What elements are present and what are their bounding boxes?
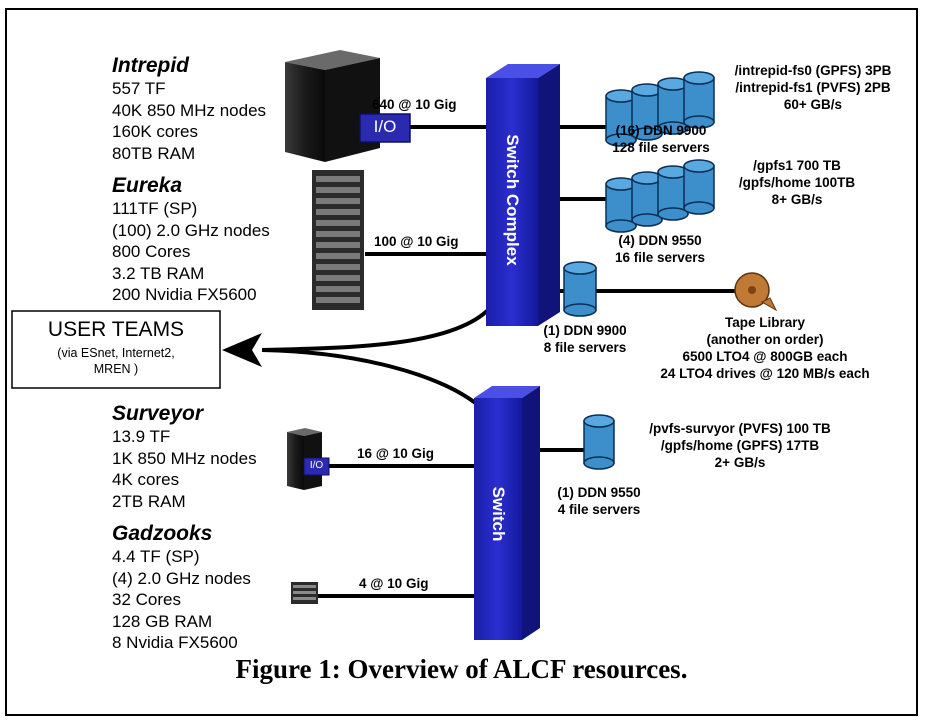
system-spec: 40K 850 MHz nodes [112, 100, 267, 120]
system-name: Gadzooks [112, 522, 213, 545]
system-spec: (4) 2.0 GHz nodes [112, 568, 251, 588]
system-spec: 4.4 TF (SP) [112, 547, 200, 566]
system-spec: 128 GB RAM [112, 611, 213, 631]
storage-desc-line: /intrepid-fs0 (GPFS) 3PB [734, 63, 892, 78]
link-label-intrepid: 640 @ 10 Gig [372, 97, 457, 112]
system-spec: 4K cores [112, 470, 180, 490]
tape-line: 24 LTO4 drives @ 120 MB/s each [660, 366, 870, 381]
storage-desc-line: /intrepid-fs1 (PVFS) 2PB [735, 80, 891, 95]
user-teams-box [11, 310, 221, 389]
switch-complex-label-wrap: Switch Complex [412, 134, 612, 265]
system-spec: 3.2 TB RAM [112, 263, 205, 283]
system-intrepid: Intrepid 557 TF 40K 850 MHz nodes 160K c… [112, 54, 266, 164]
storage-2-desc: /gpfs1 700 TB /gpfs/home 100TB 8+ GB/s [722, 157, 872, 208]
system-name: Surveyor [112, 402, 204, 425]
system-spec: 8 Nvidia FX5600 [112, 633, 238, 653]
system-spec: 32 Cores [112, 590, 181, 610]
link-label-surveyor: 16 @ 10 Gig [357, 446, 434, 461]
link-curve-switch-to-users [261, 348, 480, 407]
system-name: Eureka [112, 174, 183, 197]
gadzooks-server [291, 582, 318, 604]
disk-stack-1 [605, 71, 715, 147]
storage-2-label: (4) DDN 9550 16 file servers [590, 232, 730, 266]
system-gadzooks: Gadzooks 4.4 TF (SP) (4) 2.0 GHz nodes 3… [112, 522, 251, 654]
storage-desc-line: /pvfs-survyor (PVFS) 100 TB [649, 421, 831, 436]
switch-complex-shape [486, 64, 560, 326]
system-eureka: Eureka 111TF (SP) (100) 2.0 GHz nodes 80… [112, 174, 270, 306]
storage-servers: 16 file servers [614, 250, 706, 265]
storage-desc-line: 8+ GB/s [771, 192, 823, 207]
storage-desc-line: 60+ GB/s [783, 97, 843, 112]
users-arrowhead [222, 333, 262, 367]
eureka-rack [312, 170, 364, 310]
user-teams-detail: (via ESnet, Internet2, [57, 346, 175, 360]
storage-desc-line: 2+ GB/s [714, 455, 766, 470]
user-teams-detail: MREN ) [93, 362, 139, 376]
storage-desc-line: /gpfs/home (GPFS) 17TB [660, 438, 820, 453]
link-label-gadzooks: 4 @ 10 Gig [359, 576, 429, 591]
io-label-small: I/O [309, 460, 324, 471]
io-label-large: I/O [373, 117, 397, 136]
system-spec: 557 TF [112, 79, 166, 98]
tape-line: 6500 LTO4 @ 800GB each [682, 349, 848, 364]
switch-shape [474, 386, 540, 640]
storage-name: (1) DDN 9550 [557, 485, 641, 500]
tape-library-label: Tape Library (another on order) 6500 LTO… [640, 314, 890, 382]
figure-caption: Figure 1: Overview of ALCF resources. [235, 654, 688, 684]
storage-servers: 4 file servers [557, 502, 641, 517]
tape-title: Tape Library [724, 315, 806, 330]
system-spec: 160K cores [112, 122, 198, 142]
io-box-large [359, 113, 411, 143]
link-label-eureka: 100 @ 10 Gig [374, 234, 459, 249]
user-teams-label: USER TEAMS (via ESnet, Internet2, MREN ) [12, 318, 220, 377]
system-spec: 111TF (SP) [112, 199, 198, 218]
connection-lines [261, 125, 736, 598]
switch-label: Switch [489, 486, 508, 542]
storage-4-desc: /pvfs-survyor (PVFS) 100 TB /gpfs/home (… [630, 420, 850, 471]
system-spec: 80TB RAM [112, 143, 196, 163]
storage-name: (4) DDN 9550 [618, 233, 702, 248]
storage-1-desc: /intrepid-fs0 (GPFS) 3PB /intrepid-fs1 (… [728, 62, 898, 113]
link-curve-complex-to-users [261, 306, 492, 352]
storage-desc-line: /gpfs1 700 TB [753, 158, 841, 173]
system-spec: 200 Nvidia FX5600 [112, 285, 257, 305]
storage-3-label: (1) DDN 9900 8 file servers [520, 322, 650, 356]
system-spec: 800 Cores [112, 242, 191, 262]
switch-complex-label: Switch Complex [503, 134, 522, 266]
storage-4-label: (1) DDN 9550 4 file servers [534, 484, 664, 518]
system-spec: (100) 2.0 GHz nodes [112, 220, 270, 240]
storage-name: (1) DDN 9900 [543, 323, 627, 338]
system-spec: 1K 850 MHz nodes [112, 448, 257, 468]
storage-servers: 128 file servers [612, 140, 710, 155]
system-spec: 13.9 TF [112, 427, 171, 446]
surveyor-rack [287, 428, 330, 490]
tape-line: (another on order) [706, 332, 824, 347]
disk-stack-2 [605, 159, 715, 233]
storage-desc-line: /gpfs/home 100TB [738, 175, 856, 190]
disk-single-4 [583, 414, 615, 470]
storage-name: (16) DDN 9900 [615, 123, 707, 138]
system-surveyor: Surveyor 13.9 TF 1K 850 MHz nodes 4K cor… [112, 402, 257, 512]
system-spec: 2TB RAM [112, 491, 186, 511]
tape-reel-icon [734, 272, 778, 312]
storage-servers: 8 file servers [543, 340, 627, 355]
disk-single-3 [563, 261, 597, 317]
system-name: Intrepid [112, 54, 189, 77]
storage-1-label: (16) DDN 9900 128 file servers [586, 122, 736, 156]
user-teams-title: USER TEAMS [47, 318, 185, 341]
intrepid-rack [285, 50, 380, 162]
